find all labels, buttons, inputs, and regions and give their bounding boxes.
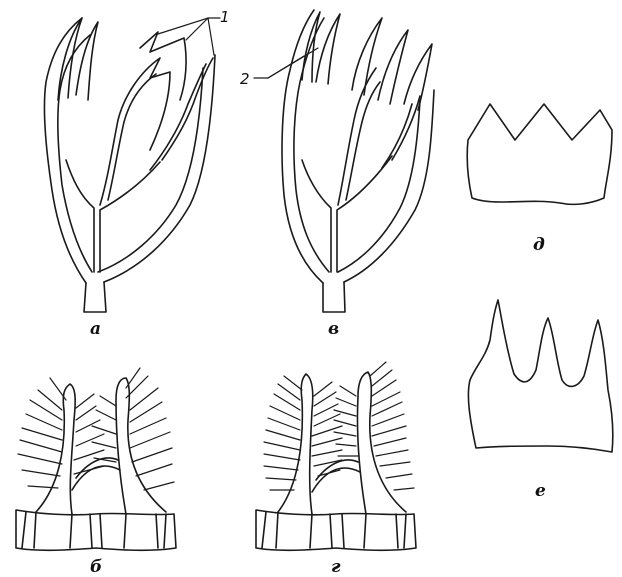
panel-label-d: д	[533, 235, 545, 255]
drawing-b	[16, 368, 176, 550]
panel-label-e: е	[535, 481, 546, 501]
drawing-d	[467, 104, 612, 204]
panel-label-b: б	[90, 557, 102, 577]
panel-label-v: в	[328, 319, 339, 339]
drawing-e	[468, 300, 612, 452]
panel-label-a: а	[90, 319, 101, 339]
callout-2-label: 2	[240, 70, 250, 88]
callout-1-label: 1	[220, 8, 230, 26]
panel-label-g: г	[331, 557, 341, 577]
callout-1: 1	[158, 8, 230, 55]
drawing-a	[44, 18, 215, 312]
drawing-g	[256, 362, 416, 550]
